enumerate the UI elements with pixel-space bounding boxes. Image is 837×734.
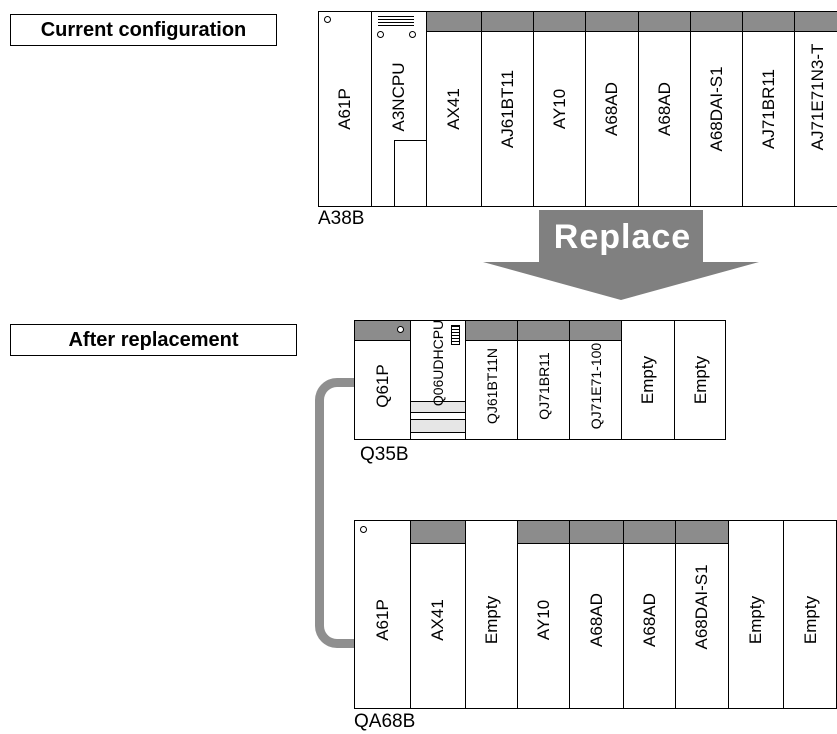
slot-module: AJ61BT11 [481,12,533,206]
slot-label: AJ71BR11 [758,68,778,150]
a38b-base-name: A38B [318,208,365,229]
slot-label: Q61P [372,364,392,408]
slot-label: AY10 [549,88,569,130]
after-replacement-heading: After replacement [10,324,297,356]
q35b-base-name: Q35B [360,444,409,465]
slot-label: AJ71E71N3-T [808,43,827,151]
slot-module: QJ61BT11N [465,321,517,439]
slot-module: A68AD [638,12,690,206]
slot-label: Empty [691,355,710,405]
slot-label: A61P [335,88,354,130]
slot-label: A68AD [602,82,621,136]
slot-module: QJ71E71-100 [569,321,621,439]
slot-module: A68AD [623,521,675,708]
slot-label: AJ61BT11 [497,69,517,149]
slot-power-supply: Q61P [355,321,410,439]
slot-module: AJ71BR11 [742,12,794,206]
slot-label: Empty [801,596,820,645]
slot-label: QJ71BR11 [535,352,552,420]
slot-empty: Empty [465,521,517,708]
slot-label: QJ61BT11N [483,347,500,424]
slot-module: AJ71E71N3-T [794,12,837,206]
a38b-base: A61P A3NCPU AX41 AJ61BT11 AY10 A68AD A68… [318,11,837,207]
slot-label: A61P [372,599,392,641]
cpu-cover-panel [394,140,426,206]
slot-module: AX41 [410,521,465,708]
slot-empty: Empty [783,521,837,708]
qa68b-base: A61P AX41 Empty AY10 A68AD A68AD A68DAI-… [354,520,837,709]
slot-label: AX41 [444,88,463,130]
slot-label: A3NCPU [389,62,408,132]
led-indicator-icon [324,16,331,23]
slot-label: Empty [481,596,501,645]
cpu-display-icon [378,16,414,28]
slot-module: A68AD [569,521,623,708]
slot-module: A68DAI-S1 [690,12,742,206]
slot-module: AY10 [533,12,585,206]
cpu-connector-slot [411,419,465,433]
slot-label: Empty [746,596,765,645]
slot-label: A68DAI-S1 [706,66,726,152]
slot-module: QJ71BR11 [517,321,569,439]
slot-label: Q06UDHCPU [430,320,446,407]
replace-arrow-label: Replace [553,218,692,256]
cpu-memory-slot [411,401,465,413]
slot-label: A68AD [654,82,674,136]
current-config-heading: Current configuration [10,14,277,46]
slot-label: Empty [638,355,657,405]
slot-label: A68DAI-S1 [692,564,711,650]
slot-label: AX41 [428,599,447,641]
extension-cable [315,378,363,648]
q35b-base: Q61P Q06UDHCPU QJ61BT11N QJ71BR11 QJ71E7… [354,320,726,440]
slot-empty: Empty [674,321,727,439]
slot-label: A68AD [586,593,606,648]
qa68b-base-name: QA68B [354,711,416,732]
replace-arrow-icon [483,210,759,300]
slot-label: QJ71E71-100 [587,342,604,430]
slot-label: A68AD [639,593,659,648]
cpu-led-array-icon [451,325,460,345]
slot-empty: Empty [728,521,783,708]
slot-module: AY10 [517,521,569,708]
slot-power-supply: A61P [319,12,371,206]
led-indicator-icon [360,526,367,533]
slot-cpu: A3NCPU [371,12,426,206]
cpu-led-left-icon [377,31,384,38]
slot-module: A68AD [585,12,638,206]
slot-empty: Empty [621,321,674,439]
led-indicator-icon [397,326,404,333]
cpu-led-right-icon [409,31,416,38]
slot-module: A68DAI-S1 [675,521,728,708]
slot-label: AY10 [533,599,553,641]
slot-cpu: Q06UDHCPU [410,320,465,439]
slot-module: AX41 [426,12,481,206]
slot-power-supply: A61P [355,521,410,708]
